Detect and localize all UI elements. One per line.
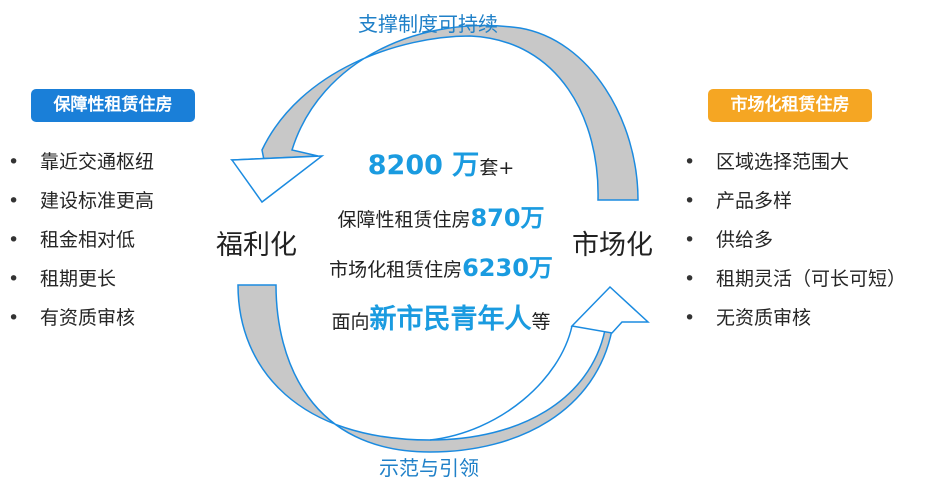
left-feature-list: • 靠近交通枢纽 • 建设标准更高 • 租金相对低 • 租期更长 • 有资质审核 bbox=[8, 143, 154, 338]
top-caption: 支撑制度可持续 bbox=[358, 12, 498, 36]
bullet-icon: • bbox=[684, 151, 696, 173]
affordable-units-line: 保障性租赁住房870万 bbox=[296, 198, 586, 233]
bullet-icon: • bbox=[684, 190, 696, 212]
total-units-value: 8200 万 bbox=[367, 150, 480, 181]
list-item: • 产品多样 bbox=[684, 182, 906, 221]
list-item-label: 租期更长 bbox=[40, 268, 117, 290]
bullet-icon: • bbox=[684, 229, 696, 251]
bullet-icon: • bbox=[8, 151, 20, 173]
list-item-label: 供给多 bbox=[716, 229, 774, 251]
left-badge: 保障性租赁住房 bbox=[31, 89, 195, 122]
bullet-icon: • bbox=[8, 268, 20, 290]
right-badge: 市场化租赁住房 bbox=[708, 89, 872, 122]
affordable-units-label: 保障性租赁住房 bbox=[337, 209, 471, 231]
welfare-node-label: 福利化 bbox=[216, 230, 297, 261]
target-audience-suffix: 等 bbox=[531, 311, 551, 333]
target-audience-line: 面向新市民青年人等 bbox=[296, 297, 586, 336]
list-item-label: 区域选择范围大 bbox=[716, 151, 850, 173]
bullet-icon: • bbox=[684, 268, 696, 290]
total-units-suffix: 套+ bbox=[479, 157, 515, 179]
list-item: • 区域选择范围大 bbox=[684, 143, 906, 182]
bottom-arrowhead bbox=[570, 285, 650, 334]
bullet-icon: • bbox=[8, 190, 20, 212]
target-audience-prefix: 面向 bbox=[331, 311, 370, 333]
list-item: • 无资质审核 bbox=[684, 299, 906, 338]
target-audience-value: 新市民青年人 bbox=[369, 304, 532, 335]
list-item-label: 产品多样 bbox=[716, 190, 793, 212]
list-item-label: 靠近交通枢纽 bbox=[40, 151, 155, 173]
list-item: • 靠近交通枢纽 bbox=[8, 143, 154, 182]
bullet-icon: • bbox=[684, 307, 696, 329]
bottom-caption: 示范与引领 bbox=[379, 456, 479, 480]
list-item-label: 租金相对低 bbox=[40, 229, 136, 251]
list-item-label: 建设标准更高 bbox=[40, 190, 155, 212]
list-item: • 租期更长 bbox=[8, 260, 154, 299]
affordable-units-value: 870万 bbox=[470, 204, 545, 232]
list-item: • 有资质审核 bbox=[8, 299, 154, 338]
list-item: • 建设标准更高 bbox=[8, 182, 154, 221]
market-node-label: 市场化 bbox=[572, 230, 653, 261]
bullet-icon: • bbox=[8, 307, 20, 329]
bottom-arrow-shaft bbox=[429, 325, 573, 441]
list-item: • 租金相对低 bbox=[8, 221, 154, 260]
right-feature-list: • 区域选择范围大 • 产品多样 • 供给多 • 租期灵活（可长可短） • 无资质审核 bbox=[684, 143, 906, 338]
list-item-label: 租期灵活（可长可短） bbox=[716, 268, 907, 290]
list-item: • 租期灵活（可长可短） bbox=[684, 260, 906, 299]
total-units-line: 8200 万套+ bbox=[296, 143, 586, 182]
top-arrowhead bbox=[230, 155, 325, 204]
market-units-value: 6230万 bbox=[462, 254, 553, 282]
market-units-label: 市场化租赁住房 bbox=[329, 259, 463, 281]
list-item-label: 有资质审核 bbox=[40, 307, 136, 329]
list-item-label: 无资质审核 bbox=[716, 307, 812, 329]
bullet-icon: • bbox=[8, 229, 20, 251]
list-item: • 供给多 bbox=[684, 221, 906, 260]
market-units-line: 市场化租赁住房6230万 bbox=[296, 248, 586, 283]
